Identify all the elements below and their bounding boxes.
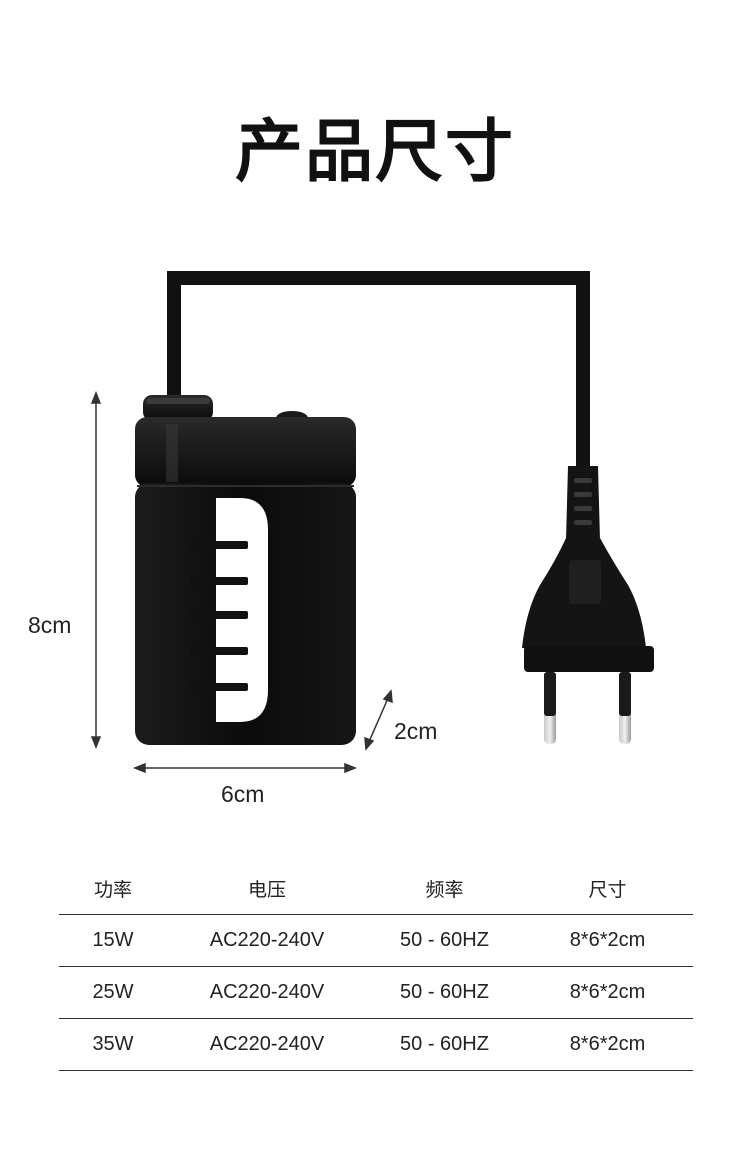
spec-table: 功率 电压 频率 尺寸 15W AC220-240V 50 - 60HZ 8*6…: [59, 862, 693, 1071]
depth-dimension-arrow: [364, 689, 393, 751]
table-header-row: 功率 电压 频率 尺寸: [59, 862, 693, 915]
page-title: 产品尺寸: [234, 113, 515, 192]
cell-power: 15W: [59, 914, 167, 967]
eu-plug: [522, 466, 654, 744]
height-dimension-arrow: [90, 390, 102, 750]
power-cable: [167, 271, 590, 470]
table-row: 25W AC220-240V 50 - 60HZ 8*6*2cm: [59, 966, 693, 1019]
cell-voltage: AC220-240V: [167, 914, 367, 967]
header-frequency: 频率: [367, 862, 522, 915]
cell-power: 35W: [59, 1018, 167, 1071]
header-voltage: 电压: [167, 862, 367, 915]
cell-voltage: AC220-240V: [167, 966, 367, 1019]
cell-frequency: 50 - 60HZ: [367, 966, 522, 1019]
width-dimension-arrow: [132, 762, 358, 774]
cell-size: 8*6*2cm: [522, 914, 693, 967]
cell-frequency: 50 - 60HZ: [367, 1018, 522, 1071]
width-label: 6cm: [221, 781, 265, 807]
cell-power: 25W: [59, 966, 167, 1019]
cell-size: 8*6*2cm: [522, 966, 693, 1019]
table-row: 15W AC220-240V 50 - 60HZ 8*6*2cm: [59, 914, 693, 967]
depth-label: 2cm: [394, 718, 438, 744]
header-power: 功率: [59, 862, 167, 915]
header-size: 尺寸: [522, 862, 693, 915]
cell-frequency: 50 - 60HZ: [367, 914, 522, 967]
table-row: 35W AC220-240V 50 - 60HZ 8*6*2cm: [59, 1018, 693, 1071]
height-label: 8cm: [28, 612, 72, 638]
cell-voltage: AC220-240V: [167, 1018, 367, 1071]
heater-device: [135, 395, 356, 745]
cell-size: 8*6*2cm: [522, 1018, 693, 1071]
product-illustration: [90, 271, 654, 774]
